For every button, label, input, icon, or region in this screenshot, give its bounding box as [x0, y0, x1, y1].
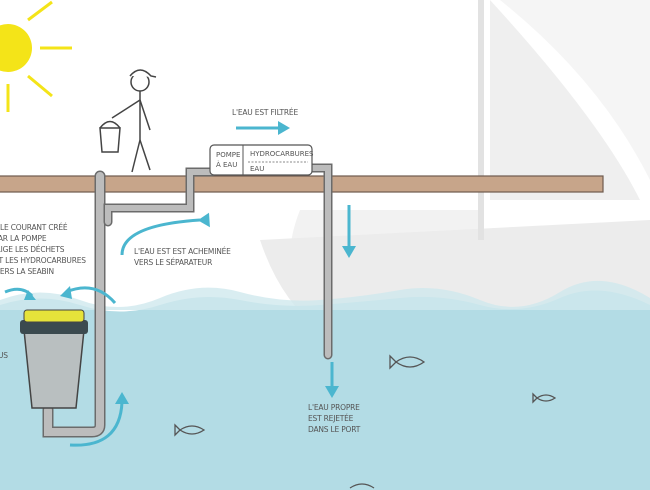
sun-icon [0, 0, 72, 112]
water-label: EAU [250, 165, 264, 173]
current-label-line5: VERS LA SEABIN [0, 267, 54, 276]
pump-separator-unit: POMPE À EAU HYDROCARBURES EAU [209, 144, 314, 176]
current-label-line3: DIRIGE LES DÉCHETS [0, 245, 65, 254]
dock [0, 175, 604, 193]
person-with-bucket-icon [99, 69, 157, 173]
pump-label-line1: POMPE [216, 151, 240, 159]
current-label-line2: PAR LA POMPE [0, 234, 47, 243]
conveyed-label-line2: VERS LE SÉPARATEUR [134, 258, 212, 267]
released-label-line2: EST REJETÉE [308, 414, 354, 423]
released-label-line3: DANS LE PORT [308, 425, 361, 434]
current-label-line4: ET LES HYDROCARBURES [0, 256, 86, 265]
flow-arrows [4, 121, 356, 447]
filtered-label: L'EAU EST FILTRÉE [232, 108, 298, 117]
released-label-line1: L'EAU PROPRE [308, 403, 360, 412]
fish-icon [174, 354, 557, 489]
current-label-line1: LE COURANT CRÉÉ [0, 223, 68, 232]
partial-left-label: US [0, 351, 8, 360]
seabin-icon [20, 309, 88, 409]
hydrocarbons-label: HYDROCARBURES [250, 150, 314, 158]
pipe-system [42, 163, 333, 438]
pump-label-line2: À EAU [216, 160, 237, 169]
conveyed-label-line1: L'EAU EST EST ACHEMINÉE [134, 247, 231, 256]
water [0, 290, 650, 490]
